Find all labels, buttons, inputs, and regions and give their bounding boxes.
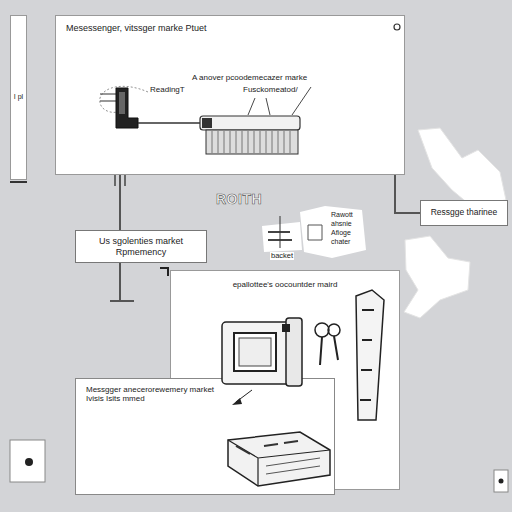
side-bar: I pl <box>10 15 27 180</box>
connector-body <box>200 116 300 130</box>
plug <box>116 88 138 128</box>
leader-line <box>236 390 252 402</box>
panel-heading: Messgger anecerorewemery market Ivisis I… <box>86 385 226 403</box>
wire <box>110 263 134 301</box>
device-knob <box>282 324 290 332</box>
corner-square <box>10 440 45 482</box>
leader-line <box>280 216 281 248</box>
clutter-shape <box>300 206 366 258</box>
part-label: ahsnie <box>330 220 353 228</box>
strap-marks <box>360 310 374 400</box>
clutter-shape <box>268 232 292 240</box>
heatsink <box>206 130 298 154</box>
connector-end <box>202 118 212 128</box>
corner-circle <box>394 24 400 30</box>
hand-shape <box>418 128 506 205</box>
box-label: Us sgolenties market Rpmemency <box>82 236 200 257</box>
bar-label: I pl <box>14 93 23 101</box>
panel-box: Mesessenger, vitssger marke Ptuet <box>55 15 405 175</box>
process-box: Ressgge tharinee <box>420 200 508 226</box>
hand-shape <box>404 236 470 318</box>
part-label: Fusckomeatod/ <box>243 86 298 95</box>
panel-box: Messgger anecerorewemery market Ivisis I… <box>75 378 335 495</box>
leader-line <box>248 98 270 115</box>
panel-heading: epallottee's oocountder maird <box>233 280 338 289</box>
corner-square <box>494 470 508 492</box>
connector-line <box>395 175 420 213</box>
box-label: Ressgge tharinee <box>431 208 498 218</box>
part-label: A anover pcoodemecazer marke <box>192 74 307 83</box>
device-screen <box>234 333 276 371</box>
leader-arrow <box>232 398 242 405</box>
watermark: ROITH <box>216 192 262 207</box>
callout-curve <box>100 86 148 112</box>
tray-edges <box>228 440 330 486</box>
plug-highlight <box>119 92 125 114</box>
tray-device <box>228 432 330 486</box>
panel-heading: Mesessenger, vitssger marke Ptuet <box>66 23 207 33</box>
device-screen <box>239 338 271 366</box>
part-label: chater <box>330 238 351 246</box>
clutter-shape <box>262 222 302 252</box>
device-side <box>286 318 302 386</box>
part-label: Rawott <box>330 211 354 219</box>
part-label: Afioge <box>330 229 352 237</box>
heatsink-fins <box>212 131 290 153</box>
device <box>222 322 292 384</box>
key <box>320 336 338 365</box>
tick <box>10 181 27 183</box>
cable <box>138 122 202 124</box>
strap <box>356 290 384 420</box>
connector-line <box>119 175 121 230</box>
dot <box>25 458 33 466</box>
plug-pins <box>100 94 116 101</box>
clutter-shape <box>308 225 322 240</box>
process-box: Us sgolenties market Rpmemency <box>75 230 207 263</box>
bracket <box>160 268 168 276</box>
key-ring <box>315 323 329 337</box>
tray-lines <box>266 458 320 474</box>
part-label: backet <box>270 252 294 260</box>
key-ring <box>328 324 340 336</box>
dot <box>499 479 504 484</box>
part-label: ReadingT <box>150 86 185 95</box>
tray-slots <box>236 441 298 454</box>
